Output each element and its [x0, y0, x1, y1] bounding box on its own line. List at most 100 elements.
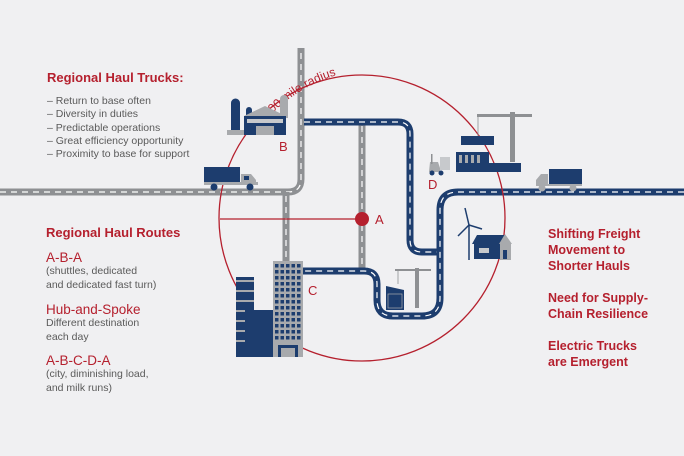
window [291, 300, 295, 304]
window [286, 312, 290, 316]
point-supply-chain: Need for Supply- Chain Resilience [548, 291, 649, 321]
window [297, 324, 301, 328]
point-a-label: A [375, 212, 384, 227]
crane-icon [386, 268, 431, 310]
truck-icon [536, 169, 582, 192]
farm-icon [227, 95, 288, 135]
route-desc: Different destination [46, 317, 140, 329]
window [280, 288, 284, 292]
window [280, 276, 284, 280]
window [280, 270, 284, 274]
point-electric-trucks: Electric Trucks are Emergent [548, 339, 637, 369]
list-item: – Great efficiency opportunity [47, 134, 184, 147]
window [286, 336, 290, 340]
list-item: – Return to base often [47, 95, 151, 107]
window [297, 336, 301, 340]
point-a-marker [355, 212, 369, 226]
list-item: – Proximity to base for support [47, 148, 190, 161]
window [275, 306, 279, 310]
window [275, 318, 279, 322]
window [280, 306, 284, 310]
point-d-label: D [428, 177, 437, 192]
window [291, 288, 295, 292]
window [280, 324, 284, 328]
trucks-list: – Return to base often – Diversity in du… [47, 95, 189, 161]
window [297, 288, 301, 292]
window [286, 264, 290, 268]
route-desc: each day [46, 330, 89, 343]
window [286, 288, 290, 292]
point-b-label: B [279, 139, 288, 154]
window [291, 264, 295, 268]
list-item: – Diversity in duties [47, 108, 139, 121]
routes-title: Regional Haul Routes [46, 225, 181, 240]
window [275, 288, 279, 292]
window [275, 336, 279, 340]
window [291, 276, 295, 280]
window [297, 276, 301, 280]
route-name: A-B-A [46, 250, 83, 265]
window [297, 294, 301, 298]
truck-icon [204, 167, 258, 191]
route-desc: (shuttles, dedicated [46, 265, 138, 277]
window [297, 306, 301, 310]
window [275, 324, 279, 328]
window [275, 300, 279, 304]
window [286, 330, 290, 334]
route-desc: (city, diminishing load, [46, 368, 149, 380]
window [297, 270, 301, 274]
window [275, 330, 279, 334]
window [297, 300, 301, 304]
window [286, 294, 290, 298]
window [275, 282, 279, 286]
route-hub-and-spoke: Hub-and-Spoke Different destination each… [46, 302, 141, 344]
point-c-label: C [308, 283, 317, 298]
warehouse-containers-icon [456, 112, 532, 172]
route-name: Hub-and-Spoke [46, 302, 141, 317]
gray-road-network [0, 48, 366, 270]
window [280, 300, 284, 304]
navy-road-network [302, 118, 684, 320]
window [291, 324, 295, 328]
route-aba: A-B-A (shuttles, dedicated and dedicated… [46, 250, 156, 292]
window [291, 294, 295, 298]
city-buildings-icon [236, 261, 303, 357]
window [291, 312, 295, 316]
window [297, 330, 301, 334]
window [286, 270, 290, 274]
window [280, 330, 284, 334]
window [291, 336, 295, 340]
window [275, 312, 279, 316]
window [275, 294, 279, 298]
window [297, 282, 301, 286]
route-desc: and dedicated fast turn) [46, 278, 157, 291]
window [280, 294, 284, 298]
radius-circle [218, 74, 506, 362]
window [280, 264, 284, 268]
route-desc: and milk runs) [46, 381, 112, 394]
window [286, 306, 290, 310]
window [291, 318, 295, 322]
window [286, 276, 290, 280]
trucks-title: Regional Haul Trucks: [47, 70, 184, 85]
window [275, 264, 279, 268]
window [297, 318, 301, 322]
window [297, 312, 301, 316]
route-name: A-B-C-D-A [46, 353, 111, 368]
window [286, 324, 290, 328]
window [280, 336, 284, 340]
window [286, 300, 290, 304]
window [286, 282, 290, 286]
window [291, 282, 295, 286]
window [291, 306, 295, 310]
window [275, 276, 279, 280]
window [280, 318, 284, 322]
window [291, 330, 295, 334]
window [286, 318, 290, 322]
wind-turbine-icon [457, 207, 483, 260]
window [275, 270, 279, 274]
window [297, 264, 301, 268]
house-icon [472, 234, 512, 260]
list-item: – Predictable operations [47, 121, 161, 134]
